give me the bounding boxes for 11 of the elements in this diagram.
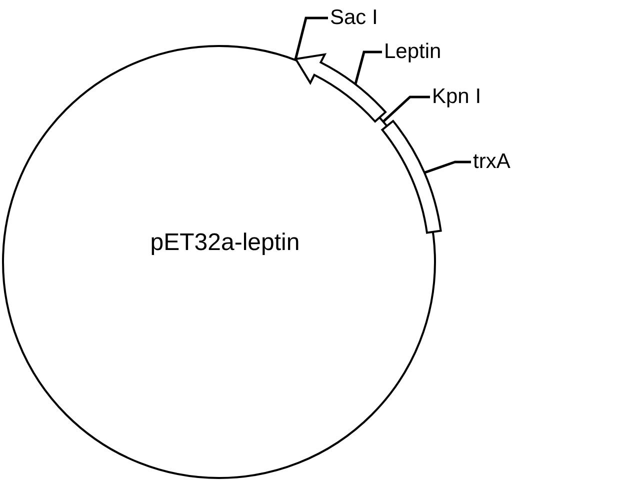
- leader-line: [382, 96, 430, 123]
- leader-line: [354, 50, 382, 85]
- plasmid-name: pET32a-leptin: [150, 229, 300, 257]
- gene-bar: [381, 120, 442, 234]
- feature-label: trxA: [473, 150, 510, 174]
- feature-label: Sac I: [330, 6, 378, 30]
- leader-line: [424, 160, 471, 174]
- feature-label: Kpn I: [432, 85, 482, 109]
- leader-line: [294, 16, 328, 60]
- gene-arrow: [294, 53, 386, 122]
- feature-label: Leptin: [384, 40, 442, 64]
